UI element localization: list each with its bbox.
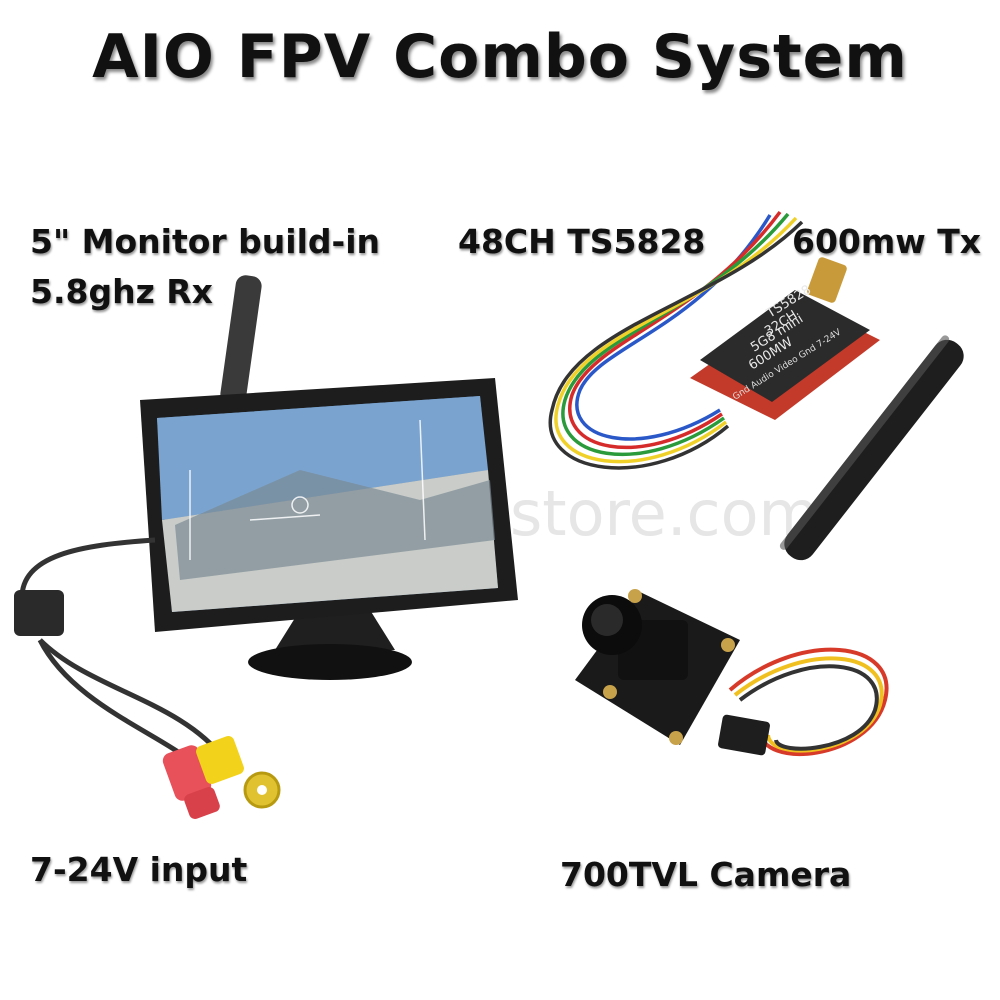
monitor-antenna xyxy=(220,275,262,406)
camera xyxy=(575,589,889,756)
transmitter-antenna xyxy=(779,335,964,561)
sma-connector xyxy=(807,257,847,303)
monitor xyxy=(140,275,518,680)
watermark: store.com xyxy=(510,477,819,550)
monitor-stand-base xyxy=(248,644,412,680)
video-plug xyxy=(196,736,281,809)
cable-splitter xyxy=(14,590,64,636)
monitor-label: 5" Monitor build-in xyxy=(30,222,381,261)
transmitter-wires xyxy=(548,210,804,470)
power-plug xyxy=(162,745,220,819)
receiver-label: 5.8ghz Rx xyxy=(30,272,213,311)
camera-connector xyxy=(718,714,770,756)
camera-cable xyxy=(728,647,889,756)
transmitter-shield xyxy=(700,290,870,402)
monitor-cable xyxy=(19,537,227,763)
power-input-label: 7-24V input xyxy=(30,850,248,889)
camera-label: 700TVL Camera xyxy=(560,855,852,894)
monitor-stand-neck xyxy=(275,610,395,650)
page-title: AIO FPV Combo System xyxy=(92,22,908,92)
transmitter-power-label: 600mw Tx xyxy=(792,222,982,261)
transmitter: TS5828 32CH 5G8 mini 600MW Gnd Audio Vid… xyxy=(548,210,880,470)
transmitter-model-label: 48CH TS5828 xyxy=(458,222,706,261)
